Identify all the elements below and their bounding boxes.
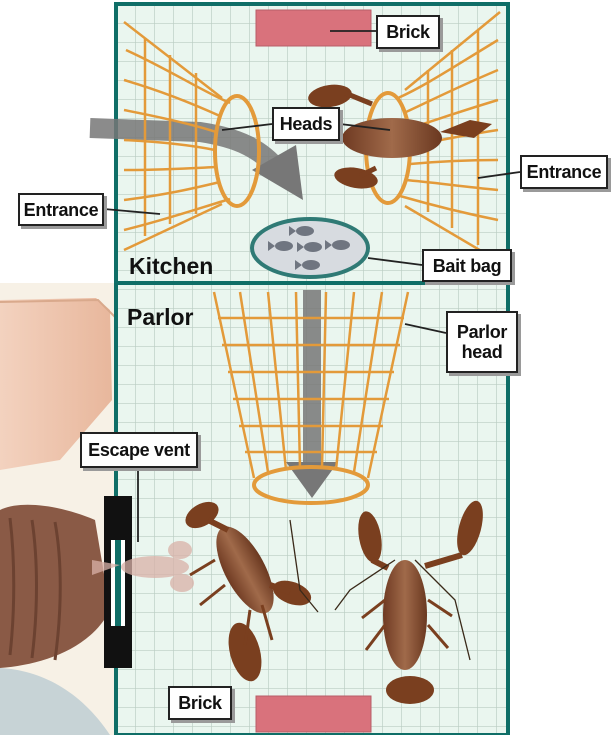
parlor-head-label-line2: head <box>462 342 503 362</box>
entrance-right-label: Entrance <box>520 155 608 189</box>
kitchen-label: Kitchen <box>129 254 213 278</box>
heads-label: Heads <box>272 107 340 141</box>
bait-bag <box>252 219 368 277</box>
brick-bottom-label: Brick <box>168 686 232 720</box>
parlor-head-label-line1: Parlor <box>457 322 507 342</box>
entrance-left-label: Entrance <box>18 193 104 226</box>
escape-vent <box>104 496 132 668</box>
brick-top <box>256 10 371 46</box>
bait-bag-label: Bait bag <box>422 249 512 282</box>
brick-top-label: Brick <box>376 15 440 49</box>
background-photo <box>0 283 116 735</box>
parlor-head-label: Parlor head <box>446 311 518 373</box>
escape-vent-label: Escape vent <box>80 432 198 468</box>
brick-bottom <box>256 696 371 732</box>
parlor-label: Parlor <box>127 305 193 329</box>
